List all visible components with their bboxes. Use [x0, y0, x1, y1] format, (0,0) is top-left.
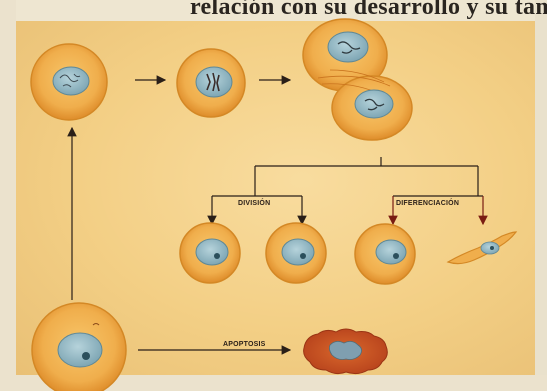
cell-nucleus — [376, 240, 406, 264]
differentiated-cell — [448, 232, 516, 264]
fragmented-nucleus — [329, 341, 361, 359]
cell-nucleus — [196, 67, 232, 97]
cell-nucleus — [282, 239, 314, 265]
nucleolus — [393, 253, 399, 259]
interphase-cell — [31, 44, 107, 120]
nucleolus — [214, 253, 220, 259]
apoptosis-label: APOPTOSIS — [223, 341, 266, 348]
apoptotic-cell — [304, 329, 388, 374]
prophase-cell — [177, 49, 245, 117]
nucleolus — [300, 253, 306, 259]
dividing-cell — [303, 19, 412, 140]
nucleolus — [82, 352, 90, 360]
division-daughter-cell-2 — [266, 223, 326, 283]
branch-connector-icon — [212, 157, 483, 196]
cell-nucleus — [53, 67, 89, 95]
cell-nucleus — [355, 90, 393, 118]
cell-nucleus — [328, 32, 368, 62]
division-daughter-cell-1 — [180, 223, 240, 283]
differentiation-label: DIFERENCIACIÓN — [396, 200, 459, 207]
cell-nucleus — [58, 333, 102, 367]
division-label: DIVISIÓN — [238, 200, 270, 207]
apoptosis-precursor-cell — [32, 303, 126, 391]
nucleolus — [490, 246, 494, 250]
differentiating-cell — [355, 224, 415, 284]
cell-nucleus — [196, 239, 228, 265]
